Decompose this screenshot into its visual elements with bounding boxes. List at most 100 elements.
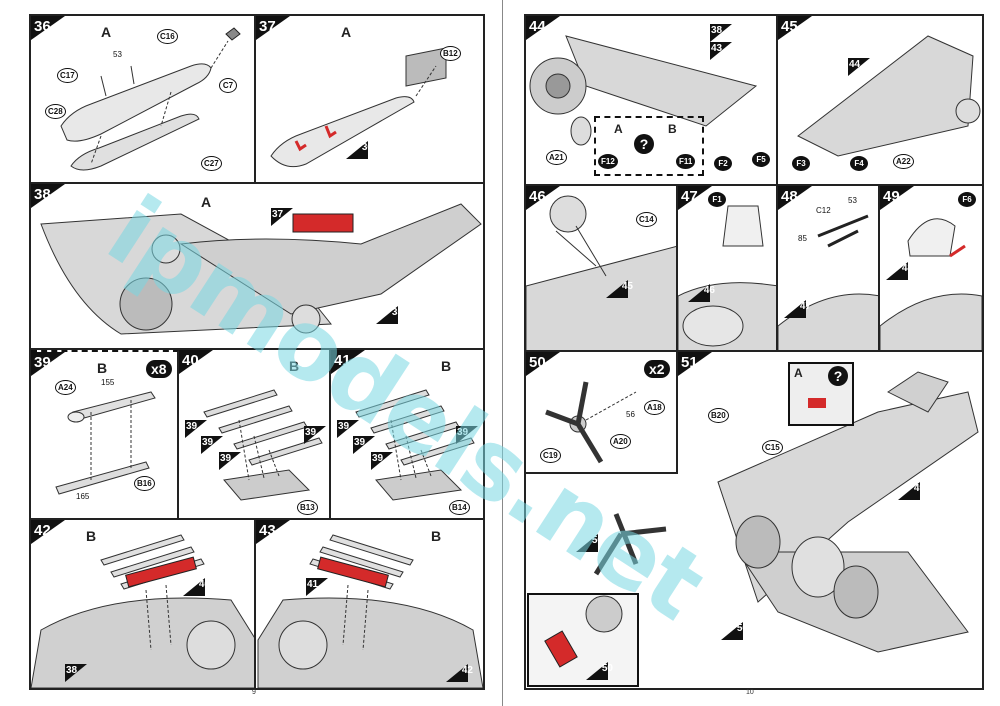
step-reference: 50 [721, 622, 749, 640]
step-reference: 39 [337, 420, 365, 438]
page-gutter [502, 0, 503, 706]
step-number: 39 [34, 354, 51, 371]
step-36: 36 A 53 C16 C17 C28 C7 C27 [31, 16, 256, 184]
step-42: 42 B 40 38 [31, 520, 256, 688]
option-label: B [668, 122, 677, 136]
red-part-highlight [808, 398, 826, 408]
wing-rocket-rack-drawing [31, 534, 254, 688]
part-callout: C28 [45, 104, 66, 119]
part-callout: C16 [157, 29, 178, 44]
question-icon: ? [828, 366, 848, 386]
quantity-badge: x2 [644, 360, 670, 378]
bomb-tail-drawing [270, 47, 447, 168]
step-number: 42 [34, 522, 51, 539]
wing-underside-drawing [797, 35, 981, 157]
part-callout: C7 [219, 78, 237, 93]
part-label: C12 [816, 206, 831, 215]
part-callout: B12 [440, 46, 461, 61]
step-44: 44 38 43 A B ? A21 F12 F11 F2 F5 [526, 16, 778, 186]
option-label: A [614, 122, 623, 136]
step-reference: 48 [886, 262, 914, 280]
option-label: A [341, 24, 352, 40]
step-reference: 46 [688, 284, 716, 302]
part-callout: F2 [714, 156, 732, 171]
step-number: 37 [259, 18, 276, 35]
cockpit-drawing [678, 205, 776, 350]
part-callout: A21 [546, 150, 567, 165]
dimension-label: 53 [848, 196, 857, 205]
step-39: 39 B x8 155 A24 B16 165 [31, 350, 179, 520]
step-number: 45 [781, 18, 798, 35]
option-label: A [201, 194, 212, 210]
canopy-drawing [880, 218, 982, 350]
step-47: 47 F1 46 [678, 186, 778, 352]
option-box [594, 116, 704, 176]
part-callout: B16 [134, 476, 155, 491]
step-37: 37 A B12 36 [256, 16, 483, 184]
propeller-drawing [545, 381, 637, 464]
step-reference: 49 [898, 482, 926, 500]
step-46: 46 C14 45 [526, 186, 678, 352]
step-reference: 38 [65, 664, 93, 682]
step-number: 43 [259, 522, 276, 539]
step-reference: 45 [606, 280, 634, 298]
step-reference: 39 [185, 420, 213, 438]
step-number: 46 [529, 188, 546, 205]
step-51-propeller-area: 50 50 [526, 474, 678, 688]
step-number: 48 [781, 188, 798, 205]
step-reference: 35 [376, 306, 404, 324]
landing-gear-drawing [526, 195, 676, 350]
rocket-rack-drawing [203, 389, 323, 501]
part-callout: F5 [752, 152, 770, 167]
option-label: B [86, 528, 97, 544]
step-number: 51 [681, 354, 698, 371]
step-50: 50 x2 A18 56 A20 C19 [526, 352, 678, 474]
step-number: 36 [34, 18, 51, 35]
aircraft-final-assembly-drawing [717, 371, 979, 653]
step-number: 50 [529, 354, 546, 371]
part-callout: F11 [676, 154, 696, 169]
option-label: B [431, 528, 442, 544]
step-reference: 42 [446, 664, 474, 682]
step-number: 47 [681, 188, 698, 205]
step-number: 49 [883, 188, 900, 205]
question-icon: ? [634, 134, 654, 154]
part-callout: F4 [850, 156, 868, 171]
right-page: 44 38 43 A B ? A21 F12 F11 F2 F5 45 44 F… [524, 14, 984, 690]
left-page: 36 A 53 C16 C17 C28 C7 C27 37 A B12 36 3… [29, 14, 485, 690]
page-number: 10 [746, 689, 754, 696]
step-reference: 39 [304, 426, 329, 444]
bomb-assembly-drawing [60, 27, 241, 171]
detail-inset: A ? [788, 362, 854, 426]
step-reference: 39 [371, 452, 399, 470]
step-reference: 47 [784, 300, 812, 318]
part-callout: F12 [598, 154, 618, 169]
part-callout: F3 [792, 156, 810, 171]
inset-label: A [794, 366, 803, 380]
dimension-label: 165 [76, 492, 90, 501]
rocket-drawing [55, 391, 156, 495]
step-reference: 50 [576, 534, 604, 552]
step-reference: 39 [219, 452, 247, 470]
dimension-label: 85 [798, 234, 807, 243]
step-number: 40 [182, 352, 199, 369]
wing-rocket-rack-drawing [257, 534, 483, 688]
step-reference: 36 [346, 141, 374, 159]
part-callout: F6 [958, 192, 976, 207]
part-callout: A24 [55, 380, 76, 395]
step-reference: 39 [456, 426, 483, 444]
part-callout: A18 [644, 400, 665, 415]
part-callout: A22 [893, 154, 914, 169]
option-label: B [289, 358, 300, 374]
part-callout: C14 [636, 212, 657, 227]
dimension-label: 53 [113, 50, 122, 59]
aircraft-wing-drawing [40, 203, 482, 335]
step-number: 44 [529, 18, 546, 35]
part-callout: B20 [708, 408, 729, 423]
part-callout: B13 [297, 500, 318, 515]
step-43: 43 B 41 42 [256, 520, 483, 688]
option-label: B [97, 360, 108, 376]
step-38: 38 A 37 35 [31, 184, 483, 350]
part-callout: C27 [201, 156, 222, 171]
part-callout: B14 [449, 500, 470, 515]
